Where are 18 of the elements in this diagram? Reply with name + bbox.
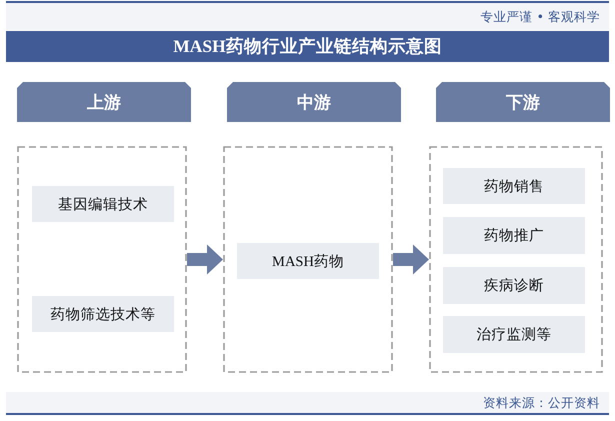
- block-arrow: [187, 244, 223, 274]
- stage-header: 上游: [17, 82, 191, 122]
- block-arrow: [393, 244, 429, 274]
- title-banner: MASH药物行业产业链结构示意图: [6, 31, 609, 62]
- item-box: 药物推广: [443, 217, 585, 254]
- dashed-group-box: [223, 146, 393, 373]
- dashed-group-box: [429, 146, 603, 373]
- item-box: 药物销售: [443, 168, 585, 204]
- slogan-text: 专业严谨 • 客观科学: [480, 8, 600, 25]
- item-box: 药物筛选技术等: [32, 296, 174, 332]
- stage-header: 中游: [227, 82, 401, 122]
- source-note: 资料来源：公开资料: [483, 394, 600, 411]
- stage-header: 下游: [436, 82, 610, 122]
- item-box: 基因编辑技术: [32, 186, 174, 222]
- item-box: 治疗监测等: [443, 316, 585, 353]
- dashed-group-box: [17, 146, 187, 373]
- item-box: MASH药物: [237, 243, 379, 279]
- item-box: 疾病诊断: [443, 267, 585, 304]
